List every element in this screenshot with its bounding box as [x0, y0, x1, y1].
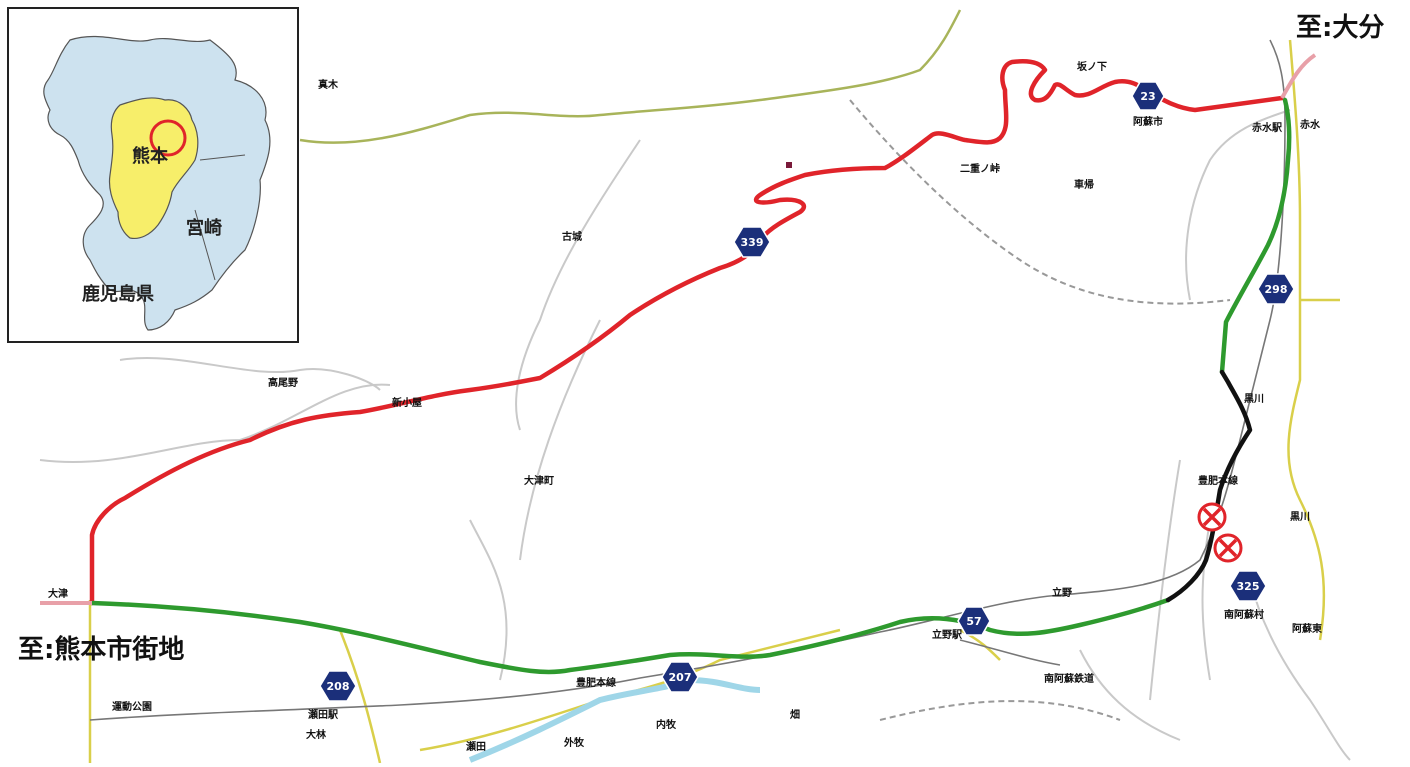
- svg-text:23: 23: [1140, 90, 1155, 103]
- marker-dot: [786, 162, 792, 168]
- regional-roads: [88, 9, 1340, 764]
- label-undo-koen: 運動公園: [112, 700, 152, 713]
- destination-west: 至:熊本市街地: [18, 634, 184, 665]
- label-hohi-line-2: 豊肥本線: [576, 676, 616, 689]
- inset-label-kumamoto: 熊本: [132, 145, 168, 167]
- highlight-circle: [149, 119, 187, 157]
- label-tateno: 立野: [1052, 586, 1072, 599]
- label-aso-city: 阿蘇市: [1133, 115, 1163, 128]
- label-furushiro: 古城: [562, 230, 582, 243]
- svg-text:339: 339: [741, 236, 764, 249]
- label-hohi-line-1: 豊肥本線: [1198, 474, 1238, 487]
- kumamoto-prefecture: [108, 97, 199, 240]
- label-kurumagaeri: 車帰: [1074, 178, 1094, 191]
- svg-text:298: 298: [1265, 283, 1288, 296]
- label-seta-station: 瀬田駅: [308, 708, 339, 721]
- label-akamizu: 赤水: [1300, 118, 1321, 131]
- label-takaono: 高尾野: [268, 376, 298, 389]
- label-ozu-town: 大津町: [524, 474, 554, 487]
- svg-text:57: 57: [966, 615, 981, 628]
- label-sakanoshita: 坂ノ下: [1077, 60, 1107, 73]
- label-hata: 畑: [790, 708, 800, 721]
- inset-label-miyazaki: 宮崎: [186, 217, 222, 239]
- label-shinkoya: 新小屋: [392, 396, 422, 409]
- label-seta: 瀬田: [466, 740, 486, 753]
- damaged-section: [1165, 369, 1253, 603]
- label-maki: 真木: [318, 78, 339, 91]
- pink-connector-east: [1280, 53, 1317, 99]
- label-kurokawa-2: 黒川: [1290, 511, 1310, 523]
- label-minamiaso-railway: 南阿蘇鉄道: [1044, 672, 1094, 685]
- label-minamiaso-village: 南阿蘇村: [1224, 608, 1264, 621]
- detour-route-57-north: [1219, 97, 1292, 375]
- route-shield-298: 298: [1257, 273, 1295, 305]
- river: [468, 676, 761, 763]
- label-kurokawa-1: 黒川: [1244, 393, 1264, 405]
- label-uchimaki: 内牧: [656, 718, 677, 731]
- label-obayashi: 大林: [306, 728, 327, 741]
- route-shield-23: 23: [1131, 81, 1165, 111]
- closure-x-icon: [1213, 533, 1243, 563]
- label-asohigashi: 阿蘇東: [1292, 622, 1322, 635]
- closure-x-icon: [1197, 502, 1227, 532]
- route-shield-339: 339: [733, 226, 771, 258]
- route-shield-57: 57: [957, 606, 991, 636]
- destination-east: 至:大分: [1296, 13, 1384, 43]
- svg-text:208: 208: [327, 680, 350, 693]
- inset-label-kagoshima: 鹿児島県: [82, 283, 154, 305]
- label-sotomaki: 外牧: [563, 736, 585, 749]
- label-akamizu-station: 赤水駅: [1252, 121, 1283, 134]
- svg-text:325: 325: [1237, 580, 1260, 593]
- label-futae-pass: 二重ノ峠: [960, 162, 1000, 175]
- label-ozu: 大津: [48, 587, 68, 600]
- detour-route-57: [89, 597, 1171, 675]
- inset-map: 熊本 宮崎 鹿児島県: [7, 7, 299, 343]
- svg-text:207: 207: [669, 671, 692, 684]
- route-shield-207: 207: [661, 661, 699, 693]
- closed-route-339-57: [89, 59, 1285, 606]
- route-shield-208: 208: [319, 670, 357, 702]
- label-tateno-station: 立野駅: [932, 628, 963, 641]
- minor-roads: [39, 99, 1351, 761]
- place-labels: 真木 坂ノ下 阿蘇市 赤水駅 赤水 二重ノ峠 車帰 古城 高尾野 新小屋 大津町…: [48, 60, 1322, 753]
- route-shield-325: 325: [1229, 570, 1267, 602]
